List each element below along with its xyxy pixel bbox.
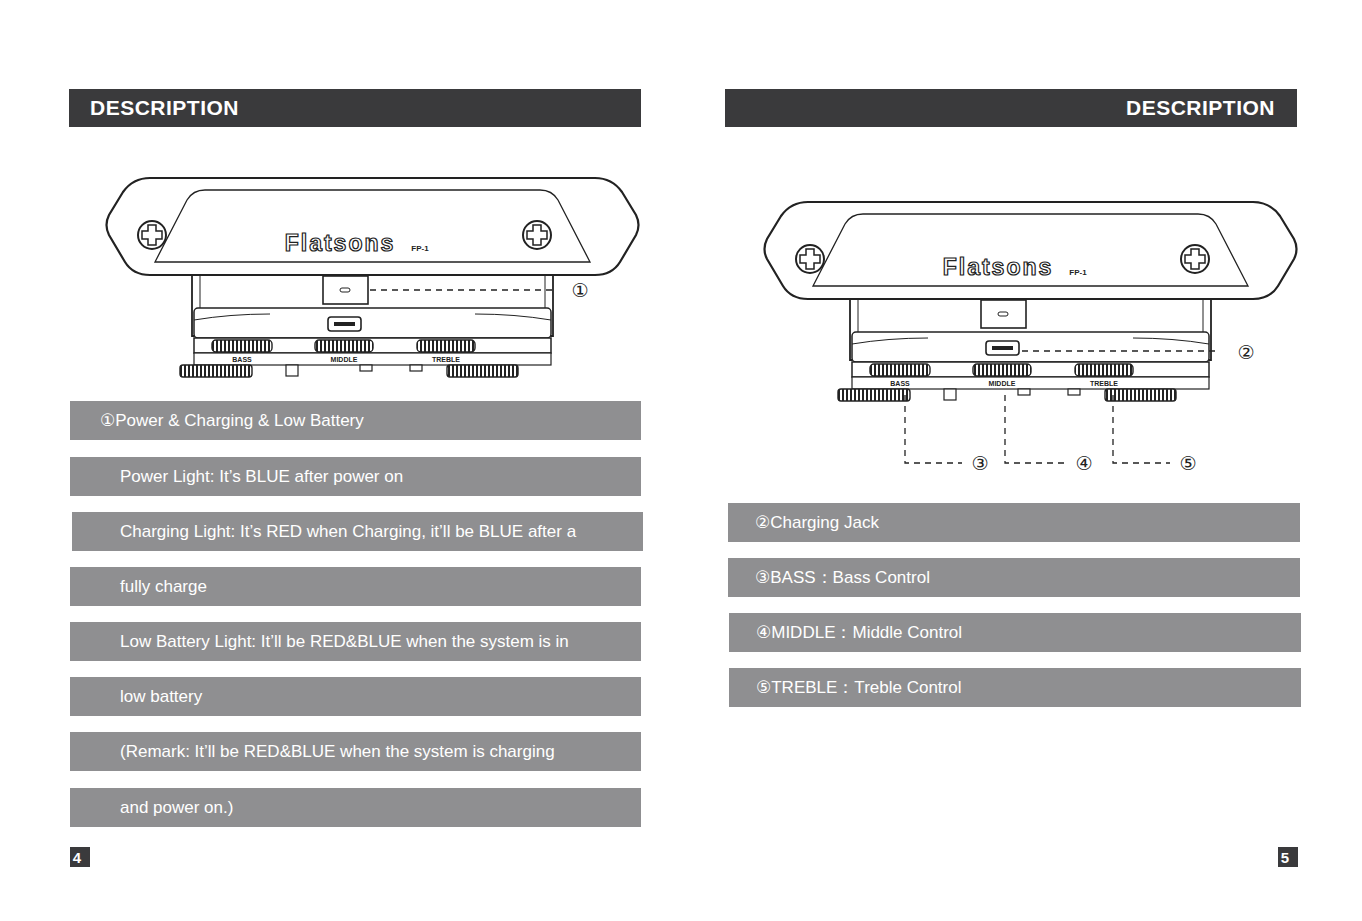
brand-logo: Flatsons [285,232,396,255]
text: Charging Light: It’s RED when Charging, … [120,522,576,542]
control-name: TREBLE [1090,380,1118,387]
item-heading: ④MIDDLE：Middle Control [729,613,1301,652]
device-left [107,178,639,377]
control-name: BASS [890,380,909,387]
section-header: DESCRIPTION [725,89,1297,127]
text: 5 [1281,849,1289,866]
item-heading: ②Charging Jack [728,503,1300,542]
callout-number: ③ [968,453,991,474]
item-text: fully charge [70,567,641,606]
text: Low Battery Light: It’ll be RED&BLUE whe… [120,632,569,652]
item-text: and power on.) [70,788,641,827]
text: fully charge [120,577,207,597]
text: DESCRIPTION [1126,96,1275,120]
page-number: 5 [1278,847,1298,867]
text: (Remark: It’ll be RED&BLUE when the syst… [120,742,555,762]
control-name: MIDDLE [331,356,358,363]
text: ①Power & Charging & Low Battery [100,410,364,431]
callout-number: ① [568,280,591,301]
model-name: FP-1 [411,245,428,253]
text: ②Charging Jack [755,512,879,533]
text: 4 [73,849,81,866]
text: Power Light: It’s BLUE after power on [120,467,403,487]
text: DESCRIPTION [90,96,239,120]
text: and power on.) [120,798,233,818]
control-name: TREBLE [432,356,460,363]
text: ④MIDDLE：Middle Control [756,621,962,644]
brand-logo: Flatsons [943,256,1054,279]
callout-number: ② [1234,342,1257,363]
callout-number: ④ [1072,453,1095,474]
item-heading: ③BASS：Bass Control [728,558,1300,597]
item-heading: ①Power & Charging & Low Battery [70,401,641,440]
model-name: FP-1 [1069,269,1086,277]
text: ③BASS：Bass Control [755,566,930,589]
item-text: Charging Light: It’s RED when Charging, … [72,512,643,551]
item-heading: ⑤TREBLE：Treble Control [729,668,1301,707]
device-right [765,202,1297,401]
item-text: Power Light: It’s BLUE after power on [70,457,641,496]
callout-number: ⑤ [1176,453,1199,474]
control-name: MIDDLE [989,380,1016,387]
section-header: DESCRIPTION [69,89,641,127]
item-text: Low Battery Light: It’ll be RED&BLUE whe… [70,622,641,661]
item-text: (Remark: It’ll be RED&BLUE when the syst… [70,732,641,771]
text: ⑤TREBLE：Treble Control [756,676,961,699]
item-text: low battery [70,677,641,716]
control-name: BASS [232,356,251,363]
page-number: 4 [70,847,90,867]
text: low battery [120,687,202,707]
